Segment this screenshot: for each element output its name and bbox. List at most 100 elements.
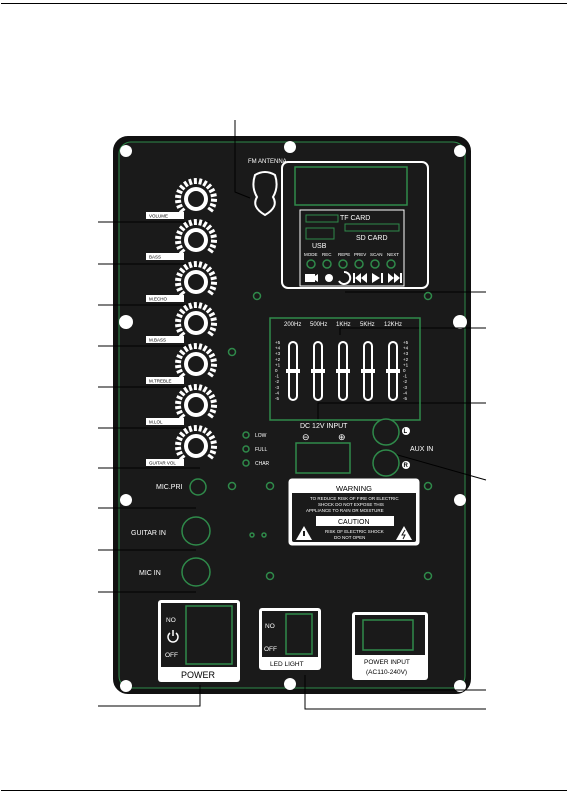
- power-input-label: POWER INPUT: [364, 659, 410, 666]
- fm-antenna-label: FM ANTENNA: [248, 159, 287, 165]
- eq-scale-left-tick: -5: [275, 396, 279, 401]
- scan-button[interactable]: [370, 259, 380, 269]
- aux-l-letter: L: [404, 429, 408, 435]
- caution-header: [316, 516, 394, 526]
- record-icon: [325, 274, 333, 282]
- warning-box-inner: [292, 482, 416, 542]
- rec-button[interactable]: [322, 259, 332, 269]
- mic-pri-label: MIC.PRI: [156, 484, 183, 491]
- knob-m-lol[interactable]: M.LOL: [146, 383, 218, 425]
- aux-right-jack[interactable]: [372, 449, 400, 477]
- eq-scale-right-tick: -3: [403, 385, 407, 390]
- eq-scale-left-tick: -3: [275, 385, 279, 390]
- eq-scale-right-tick: 0: [403, 368, 406, 373]
- led-full-indicator: [242, 445, 250, 453]
- button-labels: MODE REC REPE PREV SCAN NEXT: [304, 252, 399, 257]
- dc-input-port[interactable]: [295, 442, 351, 474]
- led-light-label: LED LIGHT: [270, 661, 304, 668]
- next-button[interactable]: [386, 259, 396, 269]
- knob-guitar-vol[interactable]: GUITAR VOL: [146, 424, 218, 466]
- power-switch[interactable]: [185, 605, 233, 665]
- knob-bass[interactable]: BASS: [146, 218, 218, 260]
- eq-scale-left-tick: 0: [275, 368, 278, 373]
- guitar-in-jack[interactable]: [181, 516, 211, 546]
- dc-plus-symbol: ⊕: [338, 432, 346, 442]
- led-off-label: OFF: [264, 646, 277, 653]
- knob-label-volume: VOLUME: [149, 214, 168, 219]
- eq-scale-left-tick: +1: [275, 362, 281, 367]
- eq-knob-200hz: [286, 369, 300, 373]
- aux-l-badge: [402, 427, 410, 435]
- eq-scale-left-tick: +5: [275, 340, 281, 345]
- eq-scale-right-tick: +4: [403, 346, 409, 351]
- caution-text-1: RISK OF ELECTRIC SHOCK: [325, 529, 384, 534]
- eq-scale-left-tick: +2: [275, 357, 281, 362]
- bottom-border-line: [1, 790, 567, 791]
- eq-scale-left-tick: +4: [275, 346, 281, 351]
- knob-m-treble[interactable]: M.TREBLE: [146, 342, 218, 384]
- eq-freq-5khz: 5KHz: [360, 322, 375, 328]
- power-input-voltage: (AC110-240V): [366, 669, 407, 676]
- usb-port[interactable]: [305, 227, 335, 240]
- button-label-repe: REPE: [338, 252, 350, 257]
- led-full-label: FULL: [255, 447, 267, 453]
- fm-antenna-jack[interactable]: [252, 171, 278, 217]
- play-pause-icon: [372, 273, 383, 283]
- right-leader-lines: [234, 120, 487, 710]
- knob-volume[interactable]: VOLUME: [146, 177, 218, 219]
- repe-button[interactable]: [338, 259, 348, 269]
- prev-button[interactable]: [354, 259, 364, 269]
- eq-scale-right-tick: +5: [403, 340, 409, 345]
- guitar-in-label: GUITAR IN: [131, 530, 166, 537]
- knob-label-m-bass: M.BASS: [149, 338, 166, 343]
- warning-text-3: APPLIANCE TO RAIN OR MOISTURE: [306, 508, 384, 513]
- mode-button[interactable]: [306, 259, 316, 269]
- eq-freq-1khz: 1KHz: [336, 322, 351, 328]
- tf-card-slot[interactable]: [305, 214, 339, 223]
- eq-knob-1khz: [336, 369, 350, 373]
- dc-input-label: DC 12V INPUT: [300, 423, 348, 430]
- panel-dots: [227, 291, 433, 581]
- caution-title: CAUTION: [338, 519, 370, 526]
- next-icon: [388, 273, 402, 283]
- eq-freq-200hz: 200Hz: [284, 322, 301, 328]
- eq-scale: +5+4+3+2+10-1-2-3-4-5+5+4+3+2+10-1-2-3-4…: [275, 340, 409, 401]
- power-input-socket[interactable]: [362, 619, 414, 651]
- aux-left-jack[interactable]: [372, 418, 400, 446]
- lcd-display: [294, 166, 408, 206]
- mode-icon: [305, 274, 318, 282]
- led-light-switch[interactable]: [285, 613, 313, 655]
- sd-card-label: SD CARD: [356, 235, 388, 242]
- eq-knob-500hz: [311, 369, 325, 373]
- knob-label-m-lol: M.LOL: [149, 420, 163, 425]
- eq-scale-left-tick: -2: [275, 379, 279, 384]
- led-on-label: NO: [265, 623, 275, 630]
- knob-m-bass[interactable]: M.BASS: [146, 301, 218, 343]
- eq-scale-right-tick: +1: [403, 362, 409, 367]
- mic-pri-knob[interactable]: [189, 478, 207, 496]
- eq-knob-12khz: [386, 369, 400, 373]
- aux-r-letter: R: [404, 463, 409, 469]
- dc-minus-symbol: ⊖: [302, 432, 310, 442]
- button-label-mode: MODE: [304, 252, 318, 257]
- equalizer-frame: [269, 317, 421, 421]
- eq-knob-5khz: [361, 369, 375, 373]
- button-label-scan: SCAN: [370, 252, 383, 257]
- mic-in-jack[interactable]: [181, 557, 211, 587]
- eq-scale-left-tick: -1: [275, 374, 279, 379]
- sd-card-slot[interactable]: [344, 223, 400, 232]
- power-off-label: OFF: [165, 652, 178, 659]
- warning-text-2: SHOCK DO NOT EXPOSE THIS: [318, 502, 384, 507]
- button-label-prev: PREV: [354, 252, 366, 257]
- knob-m-echo[interactable]: M.ECHO: [146, 260, 218, 302]
- knob-label-m-treble: M.TREBLE: [149, 379, 172, 384]
- knob-label-m-echo: M.ECHO: [149, 297, 167, 302]
- screw-holes: [119, 141, 467, 692]
- usb-label: USB: [312, 243, 327, 250]
- led-char-label: CHAR: [255, 461, 270, 467]
- eq-scale-right-tick: -5: [403, 396, 407, 401]
- lightning-triangle-icon: [396, 526, 412, 540]
- tf-card-label: TF CARD: [340, 215, 370, 222]
- card-panel: [299, 209, 405, 287]
